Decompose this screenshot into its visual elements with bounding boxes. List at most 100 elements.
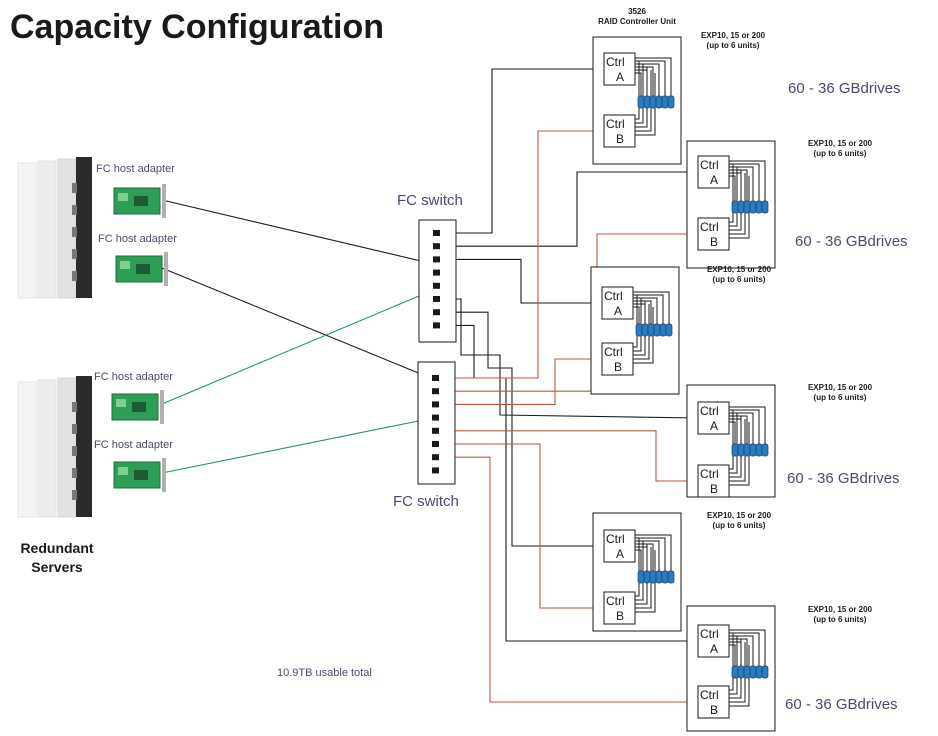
hba-chip: [132, 402, 146, 412]
fc-switch: [417, 361, 456, 485]
switch-group: [417, 219, 457, 485]
controller-a-label: Ctrl: [700, 404, 719, 418]
expansion-cable: [729, 633, 734, 691]
controller-b-label: Ctrl: [700, 467, 719, 481]
drives-label: 60 - 36 GBdrives: [785, 696, 898, 713]
drive-icon: [743, 443, 751, 457]
drive-bay: [72, 271, 77, 281]
switch-body: [417, 361, 456, 485]
server-panel: [17, 162, 37, 299]
controller-b-letter: B: [710, 235, 718, 249]
expansion-cable: [635, 72, 642, 98]
hba-bracket: [162, 458, 166, 492]
drive-bay: [72, 402, 77, 412]
controller-a-label: Ctrl: [604, 289, 623, 303]
hba-bracket: [160, 390, 164, 424]
expansion-cable: [633, 291, 670, 326]
expansion-cable: [729, 415, 748, 446]
drive-icon: [635, 323, 643, 337]
controller-b-letter: B: [614, 360, 622, 374]
drive-icon: [755, 200, 763, 214]
controller-a-box: [697, 401, 730, 435]
hba-chip: [134, 196, 148, 206]
drive-bay: [72, 205, 77, 215]
controller-a-box: [603, 529, 636, 563]
hba-label: FC host adapter: [94, 439, 173, 451]
fc-host-adapter: [113, 184, 166, 218]
controller-a-letter: A: [710, 642, 718, 656]
controller-a-letter: A: [710, 419, 718, 433]
fibre-path-b: [439, 430, 698, 482]
expansion-sublabel: (up to 6 units): [713, 521, 766, 530]
drives-label: 60 - 36 GBdrives: [787, 470, 900, 487]
hba-chip: [134, 470, 148, 480]
controller-a-label: Ctrl: [700, 158, 719, 172]
controller-b-box: [603, 591, 636, 625]
hba-chip: [116, 399, 126, 407]
expansion-sublabel: (up to 6 units): [814, 149, 867, 158]
drive-icon: [649, 570, 657, 584]
fibre-path-a: [440, 171, 698, 247]
drive-icon: [731, 443, 739, 457]
expansion-cable: [633, 295, 638, 348]
fibre-path-a: [440, 311, 604, 547]
drive-icon: [667, 570, 675, 584]
switch-port: [432, 454, 439, 461]
expansion-cable: [729, 409, 760, 446]
drives-label: 60 - 36 GBdrives: [795, 233, 908, 250]
page-title: Capacity Configuration: [10, 8, 384, 46]
switch-port: [432, 388, 439, 395]
controller-b-label: Ctrl: [700, 220, 719, 234]
expansion-cable: [635, 537, 666, 573]
switch-label-top: FC switch: [397, 192, 463, 209]
switch-body: [418, 219, 457, 343]
expansion-cable: [729, 629, 766, 668]
switch-port: [432, 441, 439, 447]
expansion-cable: [729, 642, 746, 703]
expansion-cable: [729, 173, 746, 235]
expansion-cable: [729, 163, 760, 203]
expansion-label: EXP10, 15 or 200: [707, 511, 772, 520]
drive-icon: [743, 200, 751, 214]
switch-port: [433, 230, 440, 236]
expansion-cable: [635, 57, 672, 98]
drive-icon: [637, 95, 645, 109]
hba-bracket: [164, 252, 168, 286]
fibre-path-b: [439, 130, 604, 379]
fc-host-adapter: [113, 458, 166, 492]
expansion-label: EXP10, 15 or 200: [707, 265, 772, 274]
server-panel: [37, 160, 57, 299]
expansion-cable: [635, 70, 652, 132]
expansion-cable: [635, 60, 666, 98]
expansion-cable: [729, 410, 734, 470]
expansion-cable: [729, 169, 748, 203]
controller-b-label: Ctrl: [606, 594, 625, 608]
expansion-cable: [729, 644, 736, 668]
hba-chip: [120, 261, 130, 269]
expansion-cable: [729, 176, 750, 239]
expansion-cable: [729, 636, 738, 695]
drive-bay: [72, 468, 77, 478]
expansion-cable: [729, 645, 750, 707]
hba-label: FC host adapter: [94, 371, 173, 383]
fibre-path-a: [440, 298, 699, 419]
drive-bay: [72, 249, 77, 259]
drive-icon: [641, 323, 649, 337]
server-front: [76, 157, 92, 298]
controller-a-label: Ctrl: [700, 627, 719, 641]
switch-port: [433, 282, 440, 289]
drive-bay: [72, 424, 77, 434]
expansion-cable: [729, 421, 736, 446]
drive-icon: [749, 443, 757, 457]
server-rack: [17, 157, 92, 299]
controller-b-letter: B: [710, 482, 718, 496]
drive-icon: [755, 443, 763, 457]
servers-label-line2: Servers: [31, 559, 83, 575]
switch-port: [432, 375, 439, 381]
